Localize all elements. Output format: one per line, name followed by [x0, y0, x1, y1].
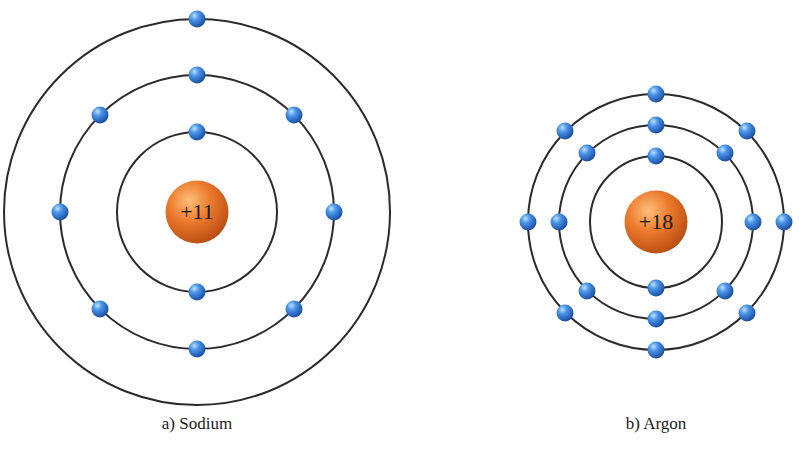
electron — [717, 283, 734, 300]
electron — [189, 284, 206, 301]
electron — [557, 305, 574, 322]
electron — [326, 204, 343, 221]
figure-label: b) Argon — [626, 414, 687, 434]
figure-label: a) Sodium — [162, 414, 232, 434]
electron — [648, 86, 665, 103]
electron — [286, 301, 303, 318]
electron — [648, 280, 665, 297]
electron — [92, 107, 109, 124]
electron — [717, 145, 734, 162]
electron — [189, 11, 206, 28]
electron — [551, 214, 568, 231]
nucleus-disc — [625, 191, 688, 254]
electron — [520, 214, 537, 231]
electron-shell — [590, 156, 722, 288]
electron — [189, 67, 206, 84]
electron-shell — [60, 75, 334, 349]
electron-shell — [4, 19, 390, 405]
electron — [745, 214, 762, 231]
nucleus-charge: +18 — [624, 190, 688, 254]
nucleus: +18 — [624, 190, 688, 254]
electron — [579, 283, 596, 300]
nucleus-disc — [166, 181, 229, 244]
electron — [739, 123, 756, 140]
electron — [776, 214, 793, 231]
electron — [648, 117, 665, 134]
nucleus: +11 — [165, 180, 229, 244]
electron — [92, 301, 109, 318]
electron — [648, 342, 665, 359]
electron — [189, 124, 206, 141]
electron — [579, 145, 596, 162]
electron — [557, 123, 574, 140]
electron — [189, 341, 206, 358]
nucleus-charge: +11 — [165, 180, 229, 244]
electron — [52, 204, 69, 221]
electron-shell — [528, 94, 784, 350]
electron — [648, 311, 665, 328]
electron — [739, 305, 756, 322]
electron-shell — [117, 132, 277, 292]
electron — [286, 107, 303, 124]
electron-shell — [559, 125, 753, 319]
electron — [648, 148, 665, 165]
